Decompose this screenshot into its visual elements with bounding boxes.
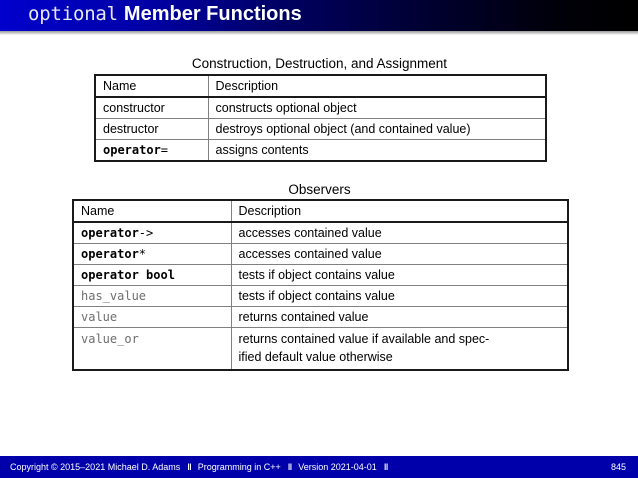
page-title-code: optional bbox=[28, 3, 118, 25]
cell-name-operator: = bbox=[160, 142, 169, 157]
cell-description: tests if object contains value bbox=[230, 264, 569, 286]
cell-name: constructor bbox=[94, 97, 209, 119]
cell-name: value bbox=[72, 306, 232, 328]
cell-name-keyword: operator bbox=[81, 246, 139, 261]
table-row: operator-> accesses contained value bbox=[72, 222, 569, 244]
table-row: value_or returns contained value if avai… bbox=[72, 327, 569, 371]
cell-name: operator-> bbox=[72, 222, 232, 244]
page-title-text: Member Functions bbox=[123, 3, 302, 25]
cell-name: destructor bbox=[94, 118, 209, 140]
cell-description: constructs optional object bbox=[207, 97, 547, 119]
cell-name-keyword: operator bool bbox=[81, 267, 175, 282]
table-row: operator= assigns contents bbox=[94, 139, 547, 162]
cell-name-member: has_value bbox=[81, 288, 147, 303]
cell-name: operator= bbox=[94, 139, 209, 162]
footer-separator: ‖ bbox=[187, 462, 192, 472]
footer-course: Programming in C++ bbox=[197, 462, 281, 472]
table-row: operator bool tests if object contains v… bbox=[72, 264, 569, 286]
cell-description: returns contained value if available and… bbox=[230, 327, 569, 371]
footer-copyright: Copyright © 2015–2021 Michael D. Adams bbox=[10, 462, 181, 472]
slide-footer: Copyright © 2015–2021 Michael D. Adams ‖ P… bbox=[0, 456, 638, 478]
column-header-description: Description bbox=[207, 74, 547, 98]
table-row: destructor destroys optional object (and… bbox=[94, 118, 547, 140]
cell-name-operator: * bbox=[138, 246, 147, 261]
observers-table: Name Description operator-> accesses con… bbox=[72, 199, 569, 371]
column-header-name: Name bbox=[72, 199, 232, 223]
footer-separator: ‖ bbox=[287, 462, 293, 472]
table-header-row: Name Description bbox=[72, 199, 569, 223]
table-row: constructor constructs optional object bbox=[94, 97, 547, 119]
table-row: value returns contained value bbox=[72, 306, 569, 328]
cell-description: tests if object contains value bbox=[230, 285, 569, 307]
cell-description-line1: returns contained value if available and… bbox=[238, 332, 490, 346]
cell-description: accesses contained value bbox=[230, 243, 569, 265]
cell-description: accesses contained value bbox=[230, 222, 569, 244]
column-header-name: Name bbox=[94, 74, 209, 98]
footer-info: Copyright © 2015–2021 Michael D. Adams ‖ P… bbox=[10, 462, 394, 472]
header-shadow-divider bbox=[0, 31, 638, 35]
cell-name-keyword: operator bbox=[81, 225, 139, 240]
footer-separator: ‖ bbox=[383, 462, 389, 472]
section-construction: Construction, Destruction, and Assignmen… bbox=[94, 56, 547, 162]
slide-content: Construction, Destruction, and Assignmen… bbox=[0, 35, 638, 450]
cell-name-keyword: operator bbox=[103, 142, 161, 157]
table-header-row: Name Description bbox=[94, 74, 547, 98]
table-row: operator* accesses contained value bbox=[72, 243, 569, 265]
footer-version: Version 2021-04-01 bbox=[298, 462, 377, 472]
cell-description: returns contained value bbox=[230, 306, 569, 328]
cell-name: value_or bbox=[72, 327, 232, 371]
section-caption-observers: Observers bbox=[288, 182, 351, 197]
cell-name-operator: -> bbox=[138, 225, 154, 240]
cell-description: assigns contents bbox=[207, 139, 547, 162]
cell-name-member: value bbox=[81, 309, 118, 324]
cell-name: has_value bbox=[72, 285, 232, 307]
table-row: has_value tests if object contains value bbox=[72, 285, 569, 307]
cell-name: operator bool bbox=[72, 264, 232, 286]
page-number: 845 bbox=[610, 462, 626, 472]
cell-description: destroys optional object (and contained … bbox=[207, 118, 547, 140]
cell-name: operator* bbox=[72, 243, 232, 265]
construction-table: Name Description constructor constructs … bbox=[94, 74, 547, 162]
section-observers: Observers Name Description operator-> ac… bbox=[72, 182, 569, 371]
column-header-description: Description bbox=[230, 199, 569, 223]
cell-name-member: value_or bbox=[81, 332, 139, 346]
section-caption-construction: Construction, Destruction, and Assignmen… bbox=[191, 56, 448, 71]
cell-description-line2: ified default value otherwise bbox=[238, 350, 393, 364]
